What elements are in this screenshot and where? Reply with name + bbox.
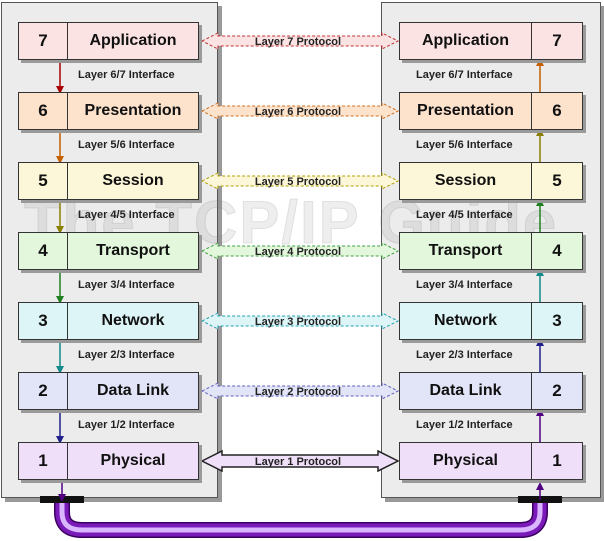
right-layer-2: Data Link 2 [399, 372, 583, 410]
layer-name: Presentation [84, 102, 182, 119]
right-interface-label: Layer 5/6 Interface [416, 139, 513, 151]
left-layer-1: 1 Physical [18, 442, 199, 480]
right-layer-7: Application 7 [399, 22, 583, 60]
protocol-arrow-3 [200, 312, 400, 330]
layer-number: 7 [552, 31, 562, 50]
right-layer-3: Network 3 [399, 302, 583, 340]
layer-name: Data Link [96, 382, 169, 399]
left-layer-6: 6 Presentation [18, 92, 199, 130]
protocol-label-2: Layer 2 Protocol [255, 386, 341, 398]
right-layer-5: Session 5 [399, 162, 583, 200]
right-interface-label: Layer 4/5 Interface [416, 209, 513, 221]
right-interface-label: Layer 6/7 Interface [416, 69, 513, 81]
right-layer-6: Presentation 6 [399, 92, 583, 130]
protocol-arrow-7 [200, 32, 400, 50]
layer-name: Physical [400, 443, 532, 479]
layer-name: Session [400, 163, 532, 199]
protocol-label-7: Layer 7 Protocol [255, 36, 341, 48]
right-layer-1: Physical 1 [399, 442, 583, 480]
layer-name: Application [400, 23, 532, 59]
left-layer-5: 5 Session [18, 162, 199, 200]
protocol-label-5: Layer 5 Protocol [255, 176, 341, 188]
layer-number: 2 [552, 381, 562, 400]
protocol-label-6: Layer 6 Protocol [255, 106, 341, 118]
layer-number: 1 [552, 451, 562, 470]
layer-number: 3 [19, 303, 68, 339]
layer-number: 2 [19, 373, 68, 409]
left-layer-7: 7 Application [18, 22, 199, 60]
layer-name: Transport [96, 242, 170, 259]
cable-body [55, 503, 547, 537]
protocol-arrow-2 [200, 382, 400, 400]
right-interface-label: Layer 1/2 Interface [416, 419, 513, 431]
left-layer-4: 4 Transport [18, 232, 199, 270]
layer-name: Physical [100, 452, 166, 469]
left-interface-label: Layer 4/5 Interface [78, 209, 175, 221]
layer-name: Application [89, 32, 177, 49]
protocol-label-1: Layer 1 Protocol [255, 456, 341, 468]
left-interface-label: Layer 2/3 Interface [78, 349, 175, 361]
layer-number: 6 [552, 101, 562, 120]
layer-number: 3 [552, 311, 562, 330]
layer-number: 6 [19, 93, 68, 129]
layer-name: Data Link [400, 373, 532, 409]
layer-number: 4 [552, 241, 562, 260]
layer-name: Presentation [400, 93, 532, 129]
protocol-arrow-1 [200, 449, 400, 473]
layer-number: 4 [19, 233, 68, 269]
left-interface-label: Layer 3/4 Interface [78, 279, 175, 291]
left-interface-label: Layer 6/7 Interface [78, 69, 175, 81]
layer-number: 5 [19, 163, 68, 199]
left-layer-3: 3 Network [18, 302, 199, 340]
layer-name: Transport [400, 233, 532, 269]
left-interface-label: Layer 1/2 Interface [78, 419, 175, 431]
layer-number: 7 [19, 23, 68, 59]
layer-name: Session [102, 172, 164, 189]
left-layer-2: 2 Data Link [18, 372, 199, 410]
protocol-arrow-6 [200, 102, 400, 120]
left-interface-label: Layer 5/6 Interface [78, 139, 175, 151]
protocol-label-3: Layer 3 Protocol [255, 316, 341, 328]
right-interface-label: Layer 2/3 Interface [416, 349, 513, 361]
right-interface-label: Layer 3/4 Interface [416, 279, 513, 291]
layer-number: 1 [19, 443, 68, 479]
layer-number: 5 [552, 171, 562, 190]
cable-highlight [59, 503, 543, 533]
layer-name: Network [101, 312, 165, 329]
layer-name: Network [400, 303, 532, 339]
protocol-label-4: Layer 4 Protocol [255, 246, 341, 258]
protocol-arrow-4 [200, 242, 400, 260]
right-layer-4: Transport 4 [399, 232, 583, 270]
protocol-arrow-5 [200, 172, 400, 190]
